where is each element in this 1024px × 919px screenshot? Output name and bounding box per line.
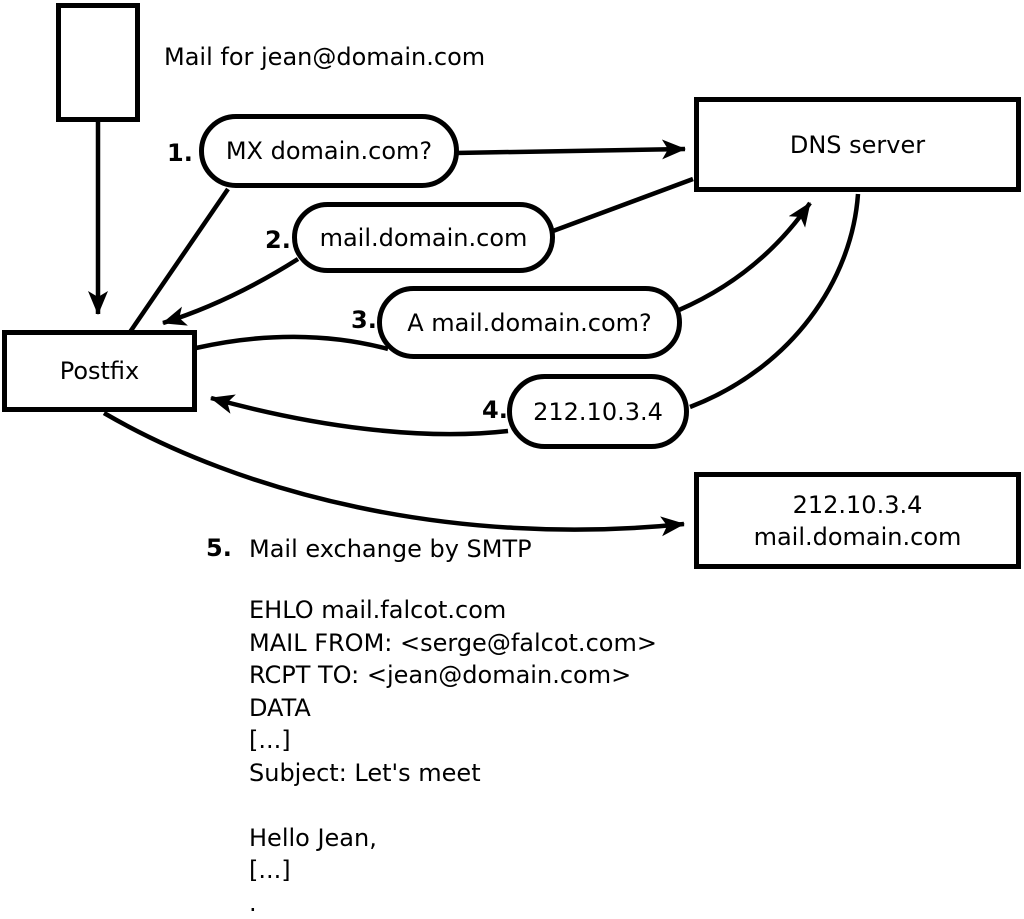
step-5-label: Mail exchange by SMTP [249,535,532,563]
query-mx-label: MX domain.com? [225,137,433,165]
target-ip-label: 212.10.3.4 [792,490,923,519]
arrow-reply4-to-postfix [210,394,509,437]
target-hostname-label: mail.domain.com [753,522,962,551]
arrow-postfix-to-target-smtp [102,411,685,537]
reply-mx-pill: mail.domain.com [292,202,555,273]
dns-server-label: DNS server [789,130,926,159]
mail-message-box [56,3,140,122]
reply-mx-label: mail.domain.com [319,223,528,252]
step-2-number: 2. [265,226,291,254]
line-postfix-to-query3 [195,334,389,352]
reply-ip-pill: 212.10.3.4 [507,374,689,449]
line-dns-to-reply4 [689,193,861,410]
query-a-record-pill: A mail.domain.com? [377,286,682,359]
line-dns-to-reply2 [552,176,694,234]
dns-server-node: DNS server [694,97,1021,192]
step-3-number: 3. [351,306,377,334]
arrow-reply2-to-postfix [162,257,300,326]
postfix-node: Postfix [2,330,197,412]
line-postfix-to-query1 [128,187,230,334]
reply-ip-label: 212.10.3.4 [533,397,663,426]
query-mx-pill: MX domain.com? [199,114,459,188]
step-1-number: 1. [167,139,193,167]
arrow-query3-to-dns [678,201,812,313]
arrow-query1-to-dns [454,139,686,160]
mail-for-label: Mail for jean@domain.com [164,43,486,71]
step-4-number: 4. [482,396,508,424]
query-a-record-label: A mail.domain.com? [407,308,652,337]
step-5-number: 5. [206,534,232,562]
postfix-label: Postfix [59,357,140,385]
smtp-session-text: EHLO mail.falcot.com MAIL FROM: <serge@f… [249,596,657,917]
target-mail-server-node: 212.10.3.4 mail.domain.com [694,472,1021,569]
